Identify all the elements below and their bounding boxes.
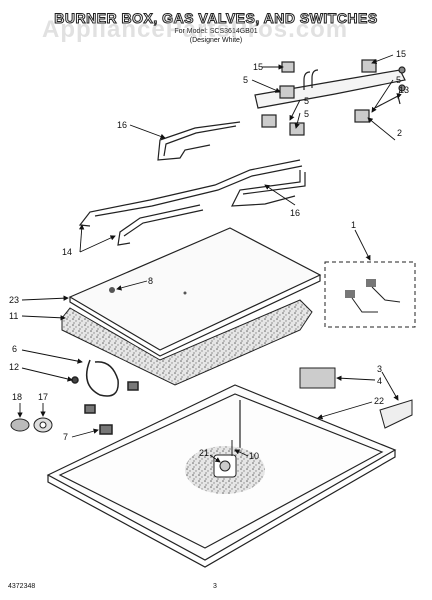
callout-4: 4 <box>377 376 382 386</box>
model-line: For Model: SCS3614GB01 <box>174 28 258 35</box>
callout-5b: 5 <box>304 96 309 106</box>
callout-21: 21 <box>199 448 209 458</box>
callout-3: 3 <box>377 364 382 374</box>
callout-15b: 15 <box>396 49 406 59</box>
callout-5a: 5 <box>243 75 248 85</box>
callout-23: 23 <box>9 295 19 305</box>
callout-13: 13 <box>399 85 409 95</box>
callout-16b: 16 <box>290 208 300 218</box>
grommet-parts <box>10 417 53 433</box>
callout-8: 8 <box>148 276 153 286</box>
variant-line: (Designer White) <box>189 37 243 44</box>
callout-2: 2 <box>397 128 402 138</box>
callout-10: 10 <box>249 451 259 461</box>
callout-12: 12 <box>9 362 19 372</box>
callout-16a: 16 <box>117 120 127 130</box>
callout-6: 6 <box>12 344 17 354</box>
callout-11: 11 <box>9 311 18 321</box>
cooktop-panel <box>68 227 322 357</box>
callout-18: 18 <box>12 392 22 402</box>
page-number: 3 <box>213 583 217 590</box>
callout-numbers: 15 5 5 5 15 5 13 2 16 16 14 1 8 23 11 6 … <box>9 49 409 461</box>
callout-1: 1 <box>351 220 356 230</box>
gas-manifold <box>254 59 406 136</box>
callout-5c: 5 <box>304 109 309 119</box>
callout-17: 17 <box>38 392 48 402</box>
valve-assembly <box>185 440 265 494</box>
callout-7: 7 <box>63 432 68 442</box>
callout-15a: 15 <box>253 62 263 72</box>
burner-tubes <box>78 121 306 246</box>
wiring-harness <box>71 359 139 435</box>
terminal-block <box>299 367 413 429</box>
callout-5d: 5 <box>396 75 401 85</box>
callout-14: 14 <box>62 247 72 257</box>
callout-22: 22 <box>374 396 384 406</box>
doc-number: 4372348 <box>8 583 36 590</box>
switch-kit-box <box>324 261 416 328</box>
diagram-title: BURNER BOX, GAS VALVES, AND SWITCHES <box>54 10 378 27</box>
insulation-pad <box>61 299 313 386</box>
leader-lines <box>17 54 402 463</box>
